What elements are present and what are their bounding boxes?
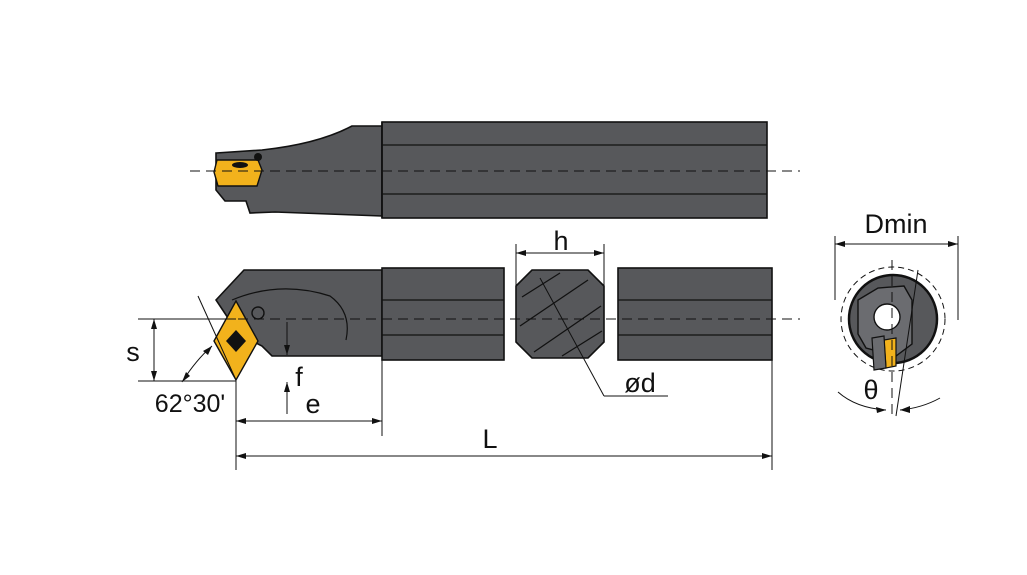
e-label: e (305, 389, 320, 419)
theta-dimension (837, 391, 941, 413)
od-label: ød (624, 368, 656, 398)
angle-label: 62°30' (155, 390, 225, 418)
h-label: h (553, 226, 568, 256)
s-dimension (138, 318, 236, 382)
front-view-tool-holder (213, 267, 773, 382)
l-dimension (236, 360, 773, 470)
theta-label: θ (863, 375, 878, 405)
top-view-shank (381, 121, 768, 219)
f-label: f (295, 362, 303, 392)
front-view-shank-left (381, 267, 505, 361)
l-label: L (482, 424, 497, 454)
front-view-screw (251, 306, 265, 320)
top-view-screw (254, 153, 262, 161)
angle-dimension (181, 295, 237, 383)
front-view-shank-right (617, 267, 773, 361)
s-label: s (126, 337, 140, 367)
top-view-insert-hole (232, 162, 248, 168)
end-view (840, 260, 946, 420)
f-dimension (284, 322, 290, 414)
top-view-head (215, 125, 383, 217)
dmin-dimension (834, 236, 959, 320)
h-dimension (515, 244, 605, 286)
shank-cross-section (515, 269, 605, 397)
e-dimension (235, 356, 383, 470)
dmin-label: Dmin (864, 209, 927, 239)
top-view-tool-holder (213, 121, 768, 219)
